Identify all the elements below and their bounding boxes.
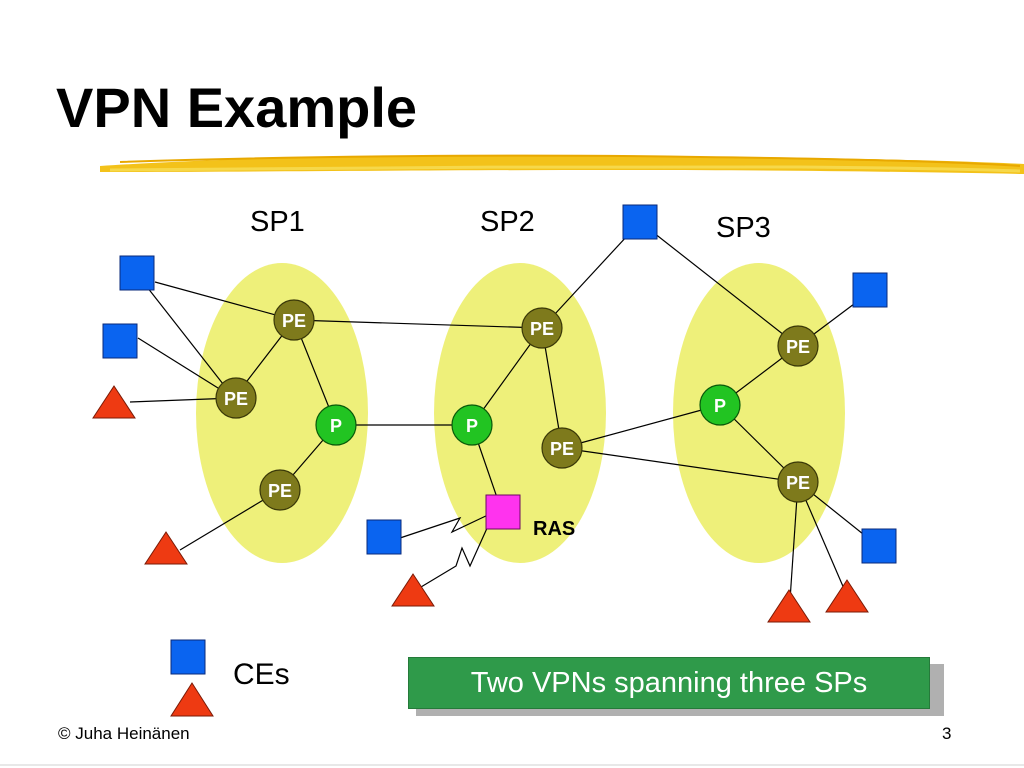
sp1-domain-oval bbox=[196, 263, 368, 563]
pe-router-sp1-bottom[interactable]: PE bbox=[259, 469, 301, 511]
title-underline-brush bbox=[100, 154, 1024, 174]
pe-label: PE bbox=[786, 473, 810, 493]
ce-square-5[interactable] bbox=[366, 519, 402, 555]
p-router-sp1[interactable]: P bbox=[315, 404, 357, 446]
p-router-sp3[interactable]: P bbox=[699, 384, 741, 426]
pe-label: PE bbox=[268, 481, 292, 501]
legend-ce-square bbox=[170, 639, 206, 675]
pe-router-sp3-bottom[interactable]: PE bbox=[777, 461, 819, 503]
sp3-domain-oval bbox=[673, 263, 845, 563]
callout-box: Two VPNs spanning three SPs bbox=[408, 657, 930, 709]
pe-label: PE bbox=[224, 389, 248, 409]
p-router-sp2[interactable]: P bbox=[451, 404, 493, 446]
bottom-rule bbox=[0, 764, 1024, 766]
pe-router-sp2-top[interactable]: PE bbox=[521, 307, 563, 349]
sp2-label: SP2 bbox=[480, 206, 535, 238]
sp1-label: SP1 bbox=[250, 206, 305, 238]
pe-router-sp1-left[interactable]: PE bbox=[215, 377, 257, 419]
footer-page-number: 3 bbox=[942, 724, 952, 743]
pe-router-sp2-bottom[interactable]: PE bbox=[541, 427, 583, 469]
slide-title: VPN Example bbox=[56, 76, 418, 139]
ce-triangle-5[interactable] bbox=[825, 579, 869, 613]
p-label: P bbox=[466, 416, 478, 436]
sp3-label: SP3 bbox=[716, 212, 771, 244]
ras-node[interactable] bbox=[485, 494, 521, 530]
ce-square-3[interactable] bbox=[622, 204, 658, 240]
ce-square-4[interactable] bbox=[852, 272, 888, 308]
legend-ce-triangle bbox=[170, 682, 214, 717]
ce-triangle-3[interactable] bbox=[391, 573, 435, 607]
pe-label: PE bbox=[282, 311, 306, 331]
legend-ces-label: CEs bbox=[233, 658, 290, 691]
footer-author: © Juha Heinänen bbox=[58, 724, 190, 743]
ce-triangle-1[interactable] bbox=[92, 385, 136, 419]
ce-triangle-2[interactable] bbox=[144, 531, 188, 565]
ce-square-6[interactable] bbox=[861, 528, 897, 564]
p-label: P bbox=[714, 396, 726, 416]
ce-square-1[interactable] bbox=[119, 255, 155, 291]
ce-triangle-4[interactable] bbox=[767, 589, 811, 623]
ras-label: RAS bbox=[533, 518, 576, 540]
pe-router-sp1-top[interactable]: PE bbox=[273, 299, 315, 341]
sp2-domain-oval bbox=[434, 263, 606, 563]
pe-label: PE bbox=[550, 439, 574, 459]
p-label: P bbox=[330, 416, 342, 436]
pe-router-sp3-top[interactable]: PE bbox=[777, 325, 819, 367]
ce-square-2[interactable] bbox=[102, 323, 138, 359]
pe-label: PE bbox=[786, 337, 810, 357]
pe-label: PE bbox=[530, 319, 554, 339]
